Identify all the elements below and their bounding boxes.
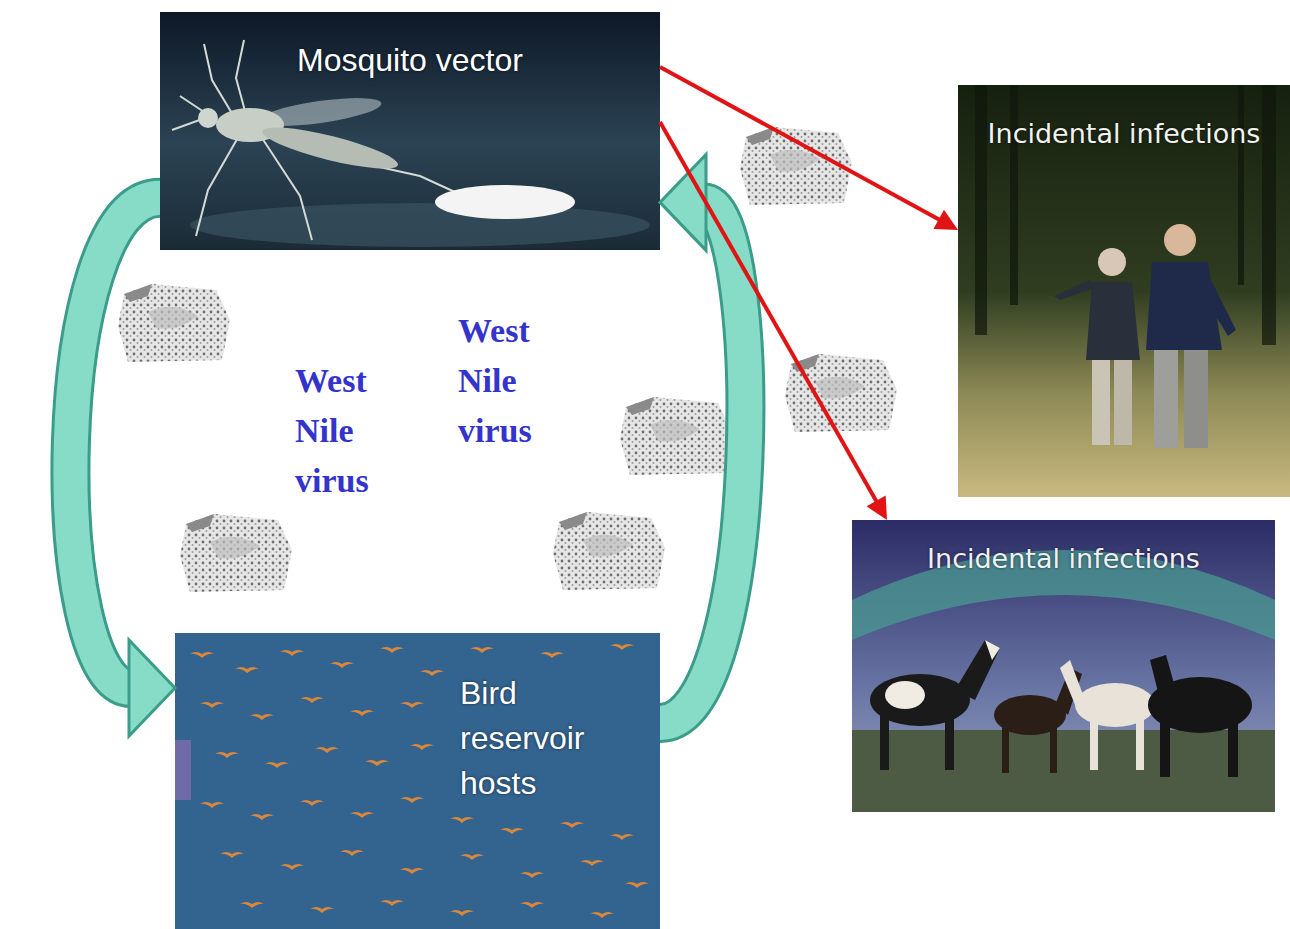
virus-label: West Nile virus [458,306,588,456]
photo-box: Incidental infections [852,520,1275,812]
connector-arrow [70,198,175,736]
box-title: Incidental infections [958,115,1290,153]
virus-label: West Nile virus [295,356,425,506]
box-title: Bird reservoir hosts [460,671,650,805]
box-title: Mosquito vector [160,38,660,83]
photo-box: Bird reservoir hosts [175,633,660,929]
box-title: Incidental infections [852,540,1275,578]
photo-box: Mosquito vector [160,12,660,250]
connector-arrow [660,154,745,723]
photo-box: Incidental infections [958,85,1290,497]
connector-arrow [660,122,887,520]
connector-arrow [660,67,958,230]
